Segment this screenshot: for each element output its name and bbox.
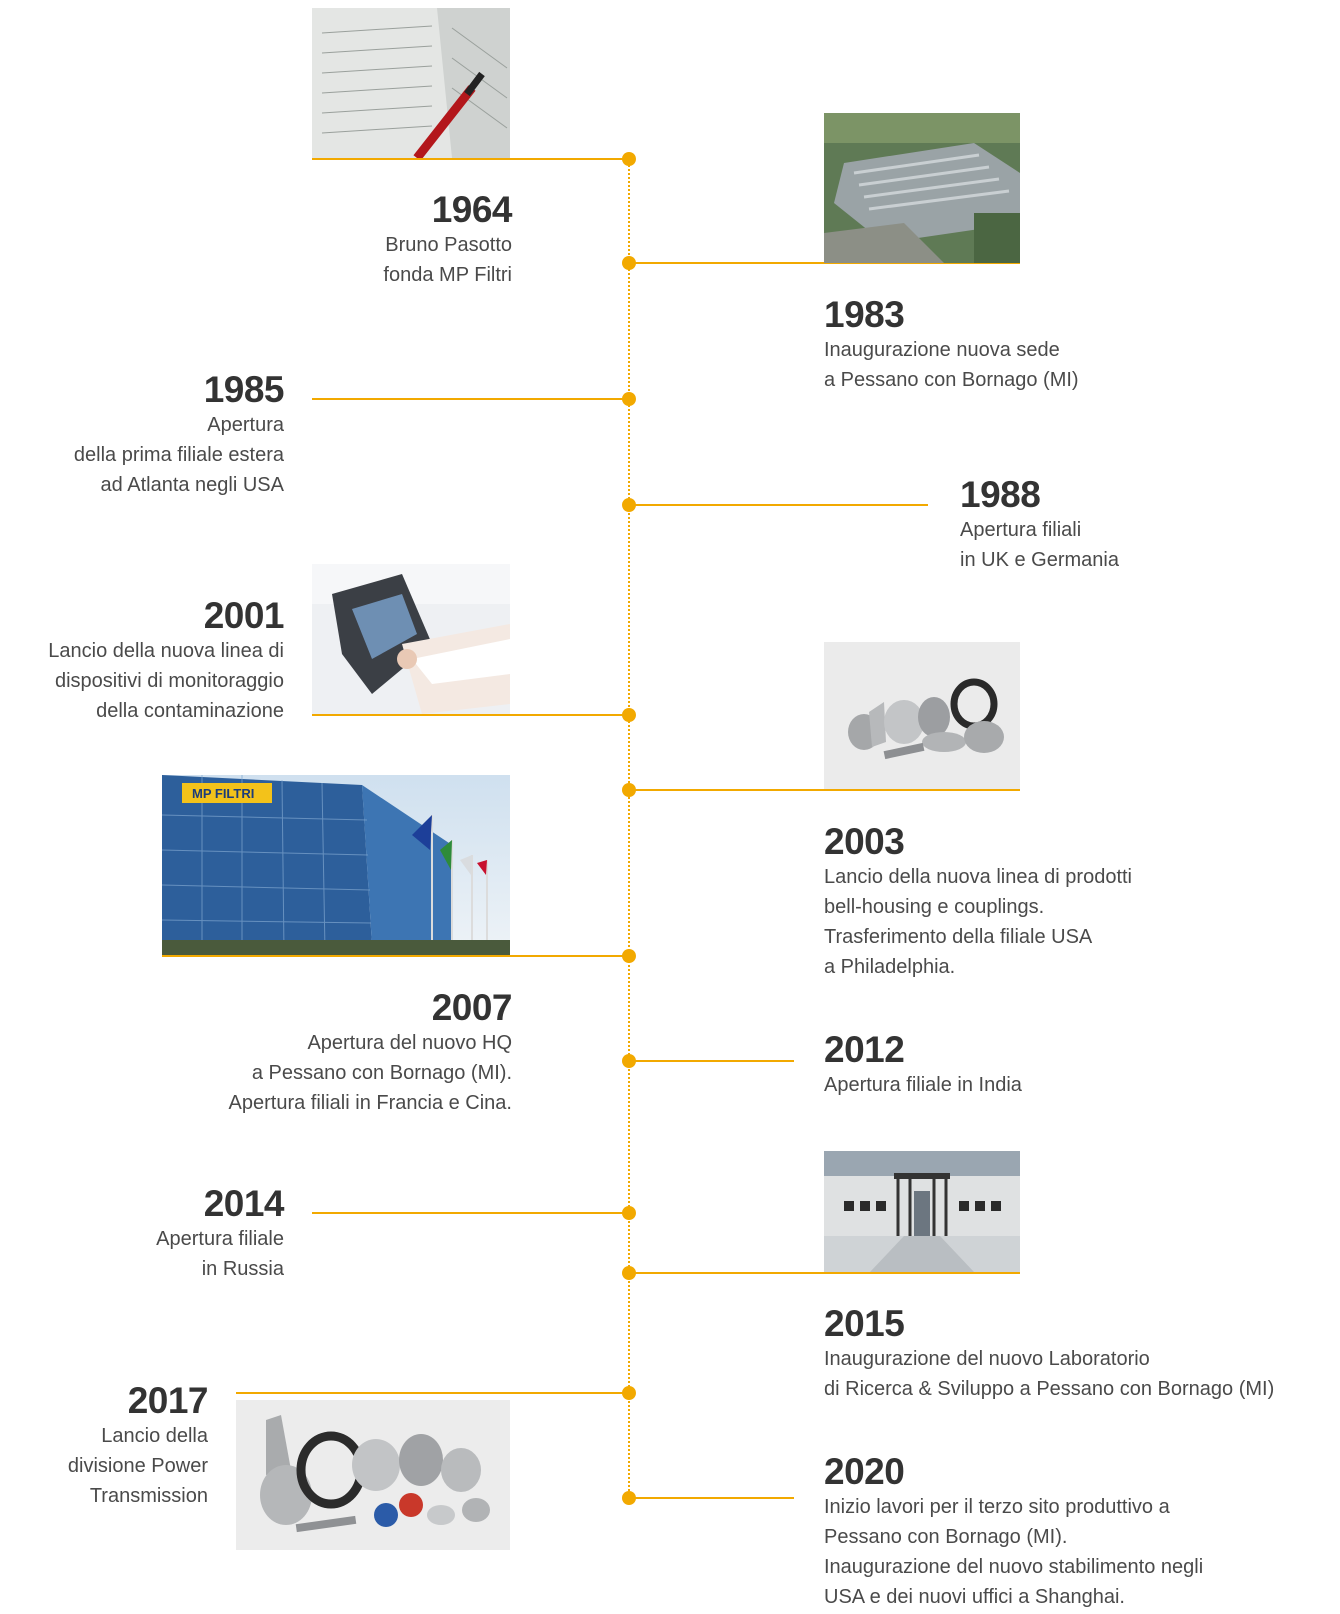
event-2014: 2014 Apertura filiale in Russia [0,1184,284,1284]
event-2001: 2001 Lancio della nuova linea di disposi… [0,596,284,726]
document-registro-delle-ditte-photo [312,8,510,158]
event-description: Apertura filiale in India [824,1074,1022,1096]
event-description: Apertura della prima filiale estera ad A… [73,414,284,496]
event-1983: 1983 Inaugurazione nuova sede a Pessano … [824,295,1324,395]
connector-line-2020 [630,1497,794,1499]
event-description: Bruno Pasotto fonda MP Filtri [383,234,512,286]
event-year: 2007 [431,987,513,1028]
connector-line-2017 [236,1392,628,1394]
timeline-dot-2001 [622,708,636,722]
timeline-dot-2014 [622,1206,636,1220]
event-description: Lancio della divisione Power Transmissio… [67,1425,208,1507]
event-year: 1988 [960,474,1041,515]
hq-logo-text: MP FILTRI [192,786,254,801]
bell-housing-products-photo [824,642,1020,789]
event-2015: 2015 Inaugurazione del nuovo Laboratorio… [824,1304,1334,1404]
event-1988: 1988 Apertura filiali in UK e Germania [960,475,1330,575]
connector-line-2007 [162,955,628,957]
event-1964: 1964 Bruno Pasotto fonda MP Filtri [200,190,512,290]
timeline-dot-2020 [622,1491,636,1505]
connector-line-1964 [312,158,628,160]
timeline-dot-2017 [622,1386,636,1400]
event-description: Inaugurazione nuova sede a Pessano con B… [824,339,1079,391]
monitoring-device-photo [312,564,510,714]
connector-line-2014 [312,1212,628,1214]
event-description: Inaugurazione del nuovo Laboratorio di R… [824,1348,1275,1400]
event-description: Lancio della nuova linea di dispositivi … [48,640,284,722]
event-description: Apertura filiali in UK e Germania [960,519,1119,571]
event-year: 2017 [127,1380,209,1421]
event-year: 2012 [824,1029,905,1070]
event-1985: 1985 Apertura della prima filiale estera… [0,369,285,500]
timeline-dot-1964 [622,152,636,166]
event-description: Lancio della nuova linea di prodotti bel… [824,866,1132,978]
event-year: 2020 [824,1451,905,1492]
power-transmission-products-photo [236,1400,510,1550]
connector-line-1983 [630,262,1020,264]
event-2003: 2003 Lancio della nuova linea di prodott… [824,822,1324,982]
connector-line-1985 [312,398,628,400]
timeline-dot-2003 [622,783,636,797]
timeline-dot-2012 [622,1054,636,1068]
connector-line-2003 [630,789,1020,791]
hq-building-photo: MP FILTRI [162,775,510,955]
timeline-dot-2015 [622,1266,636,1280]
event-year: 1983 [824,294,905,335]
connector-line-1988 [630,504,928,506]
event-2007: 2007 Apertura del nuovo HQ a Pessano con… [100,987,513,1118]
event-year: 2014 [203,1183,285,1224]
connector-line-2015 [630,1272,1020,1274]
laboratory-building-photo [824,1151,1020,1272]
event-year: 2015 [824,1303,905,1344]
event-2012: 2012 Apertura filiale in India [824,1030,1324,1100]
event-year: 1964 [431,189,513,230]
event-description: Apertura filiale in Russia [156,1228,284,1280]
event-year: 2001 [203,595,285,636]
factory-aerial-photo [824,113,1020,263]
event-2020: 2020 Inizio lavori per il terzo sito pro… [824,1452,1324,1612]
timeline-dot-1983 [622,256,636,270]
connector-line-2012 [630,1060,794,1062]
connector-line-2001 [312,714,628,716]
timeline-dot-1985 [622,392,636,406]
timeline-axis [628,158,630,1502]
timeline-dot-2007 [622,949,636,963]
event-year: 2003 [824,821,905,862]
timeline-dot-1988 [622,498,636,512]
event-description: Apertura del nuovo HQ a Pessano con Born… [228,1032,512,1114]
event-year: 1985 [203,369,285,410]
event-2017: 2017 Lancio della divisione Power Transm… [0,1380,209,1511]
event-description: Inizio lavori per il terzo sito produtti… [824,1496,1204,1608]
